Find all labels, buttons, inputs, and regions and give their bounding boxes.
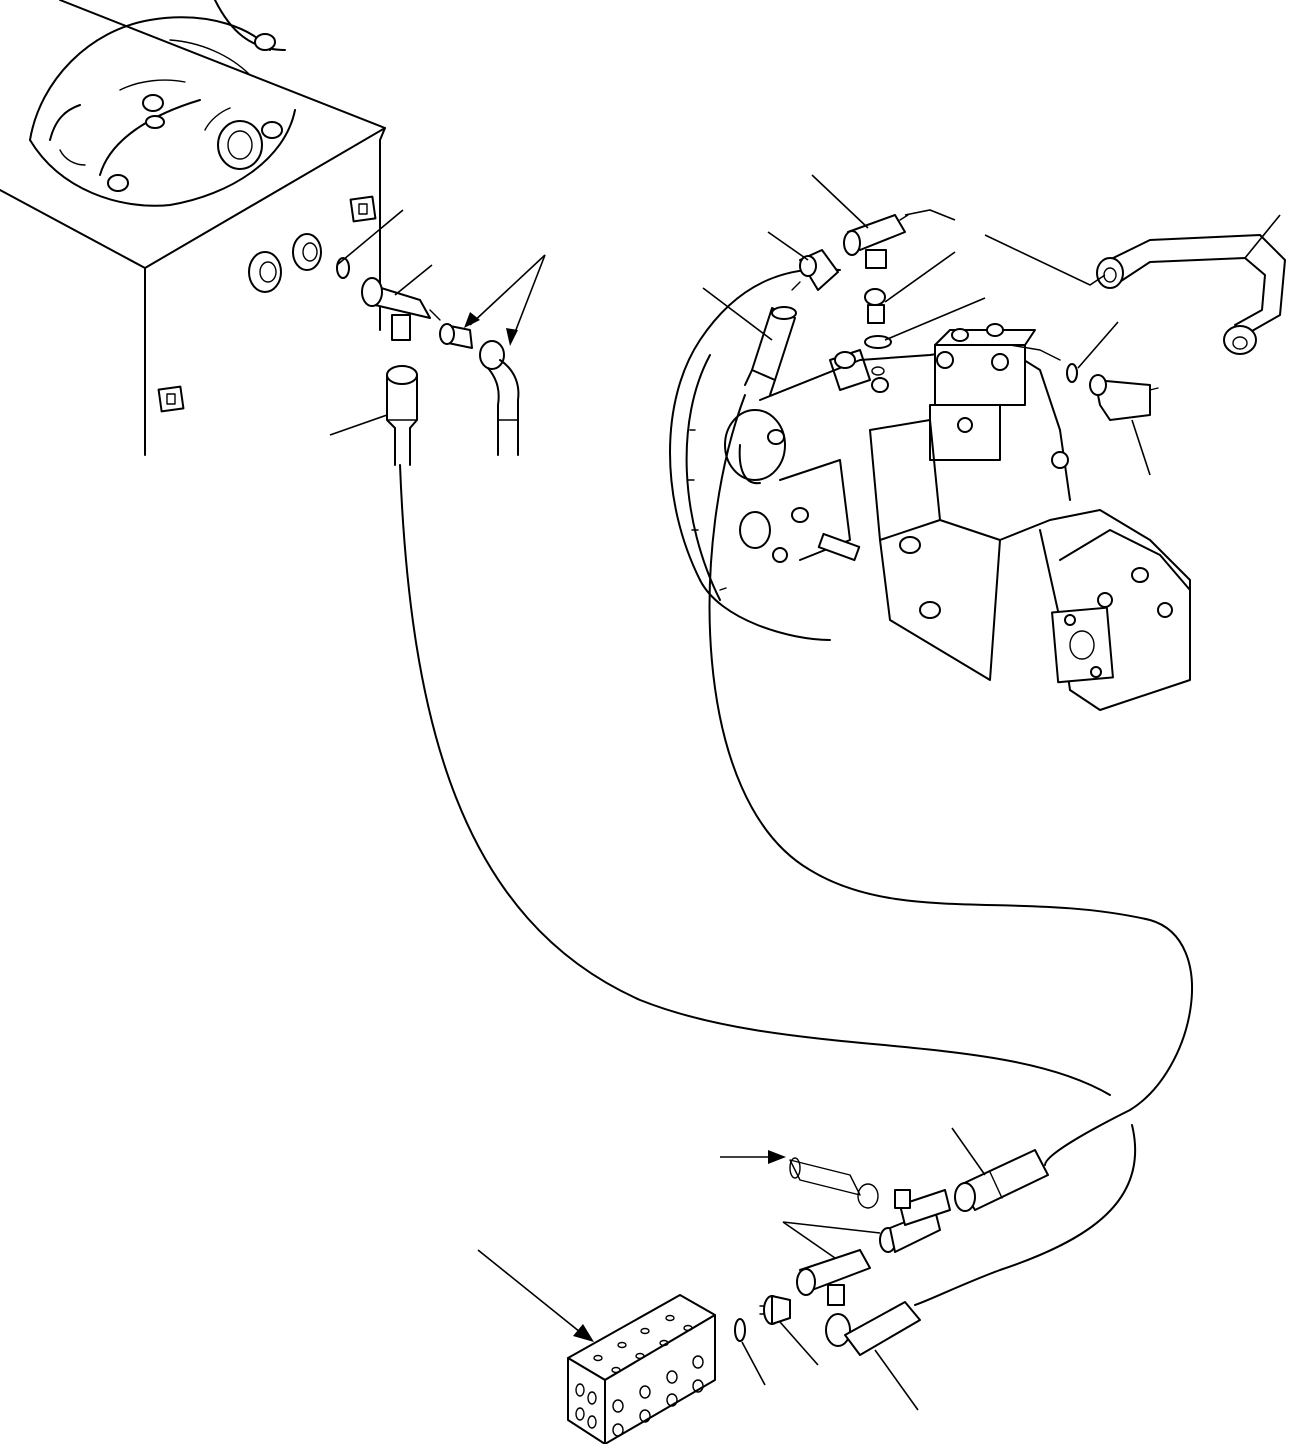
pressure-hose [399, 464, 1111, 1096]
arrow-tank-connector-head-a [464, 312, 480, 328]
leader-pump-side-elbow [1131, 419, 1151, 476]
leader-pressure-hose-tank [329, 414, 388, 436]
arrow-to-manifold-head [573, 1324, 594, 1342]
tank-port-adapters [248, 233, 350, 293]
leader-pump-connector [884, 251, 956, 303]
leader-pressure-hose-lower [951, 1127, 986, 1176]
leader-tank-connector-a [469, 254, 546, 326]
return-hose [708, 394, 1193, 1166]
pump-elbow-fitting [791, 249, 839, 291]
leader-lower-tee-b [782, 1221, 836, 1259]
pump-tee-fitting [843, 214, 909, 269]
pressure-hose-lower-end [954, 1149, 1049, 1212]
leader-manifold-o-ring [741, 1341, 766, 1386]
arrow-to-manifold-line [477, 1249, 581, 1333]
reference-arrows [464, 312, 786, 1342]
manifold-connector [759, 1295, 791, 1325]
main-hydraulic-pump [669, 268, 1191, 711]
lower-hose [914, 1124, 1137, 1306]
leader-return-hose-pump [702, 287, 773, 341]
leader-lower-tee-a [782, 1221, 881, 1234]
leader-tee-bracket [904, 209, 956, 221]
leader-pilot-tube [1244, 214, 1281, 259]
arrow-to-plug-head [768, 1150, 786, 1164]
pilot-manifold-block [567, 1294, 716, 1444]
leader-tube-bracket [984, 234, 1106, 286]
hydraulic-tank [0, 0, 386, 456]
pump-connector [864, 288, 886, 324]
leader-pump-tee [811, 174, 869, 229]
plug-fitting [789, 1157, 879, 1209]
leader-tank-tee [394, 264, 433, 296]
leader-tank-connector-b [511, 254, 546, 341]
callout-leaders [329, 174, 1281, 1411]
tank-tee-fitting [361, 277, 441, 341]
pump-side-elbow [1066, 363, 1159, 421]
pressure-hose-tank-end [386, 365, 418, 466]
leader-pump-elbow [767, 231, 809, 261]
lower-tee-fitting [894, 1189, 951, 1226]
leader-tank-o-ring [336, 209, 404, 266]
pump-o-ring [864, 335, 892, 376]
tank-connector [439, 323, 473, 349]
leader-pump-o-ring [884, 297, 986, 341]
pilot-tube [1096, 234, 1286, 355]
manifold-o-ring [734, 1318, 746, 1342]
arrow-tank-connector-head-b [506, 328, 518, 346]
lower-elbow-hose-end [825, 1301, 921, 1356]
manifold-tee-fitting [796, 1249, 871, 1306]
leader-pump-side-o-ring [1077, 321, 1119, 369]
leader-lower-elbow [874, 1349, 919, 1411]
return-hose-pump-end [744, 306, 797, 396]
tank-elbow-hose [479, 340, 520, 456]
leader-manifold-connector [779, 1321, 819, 1366]
